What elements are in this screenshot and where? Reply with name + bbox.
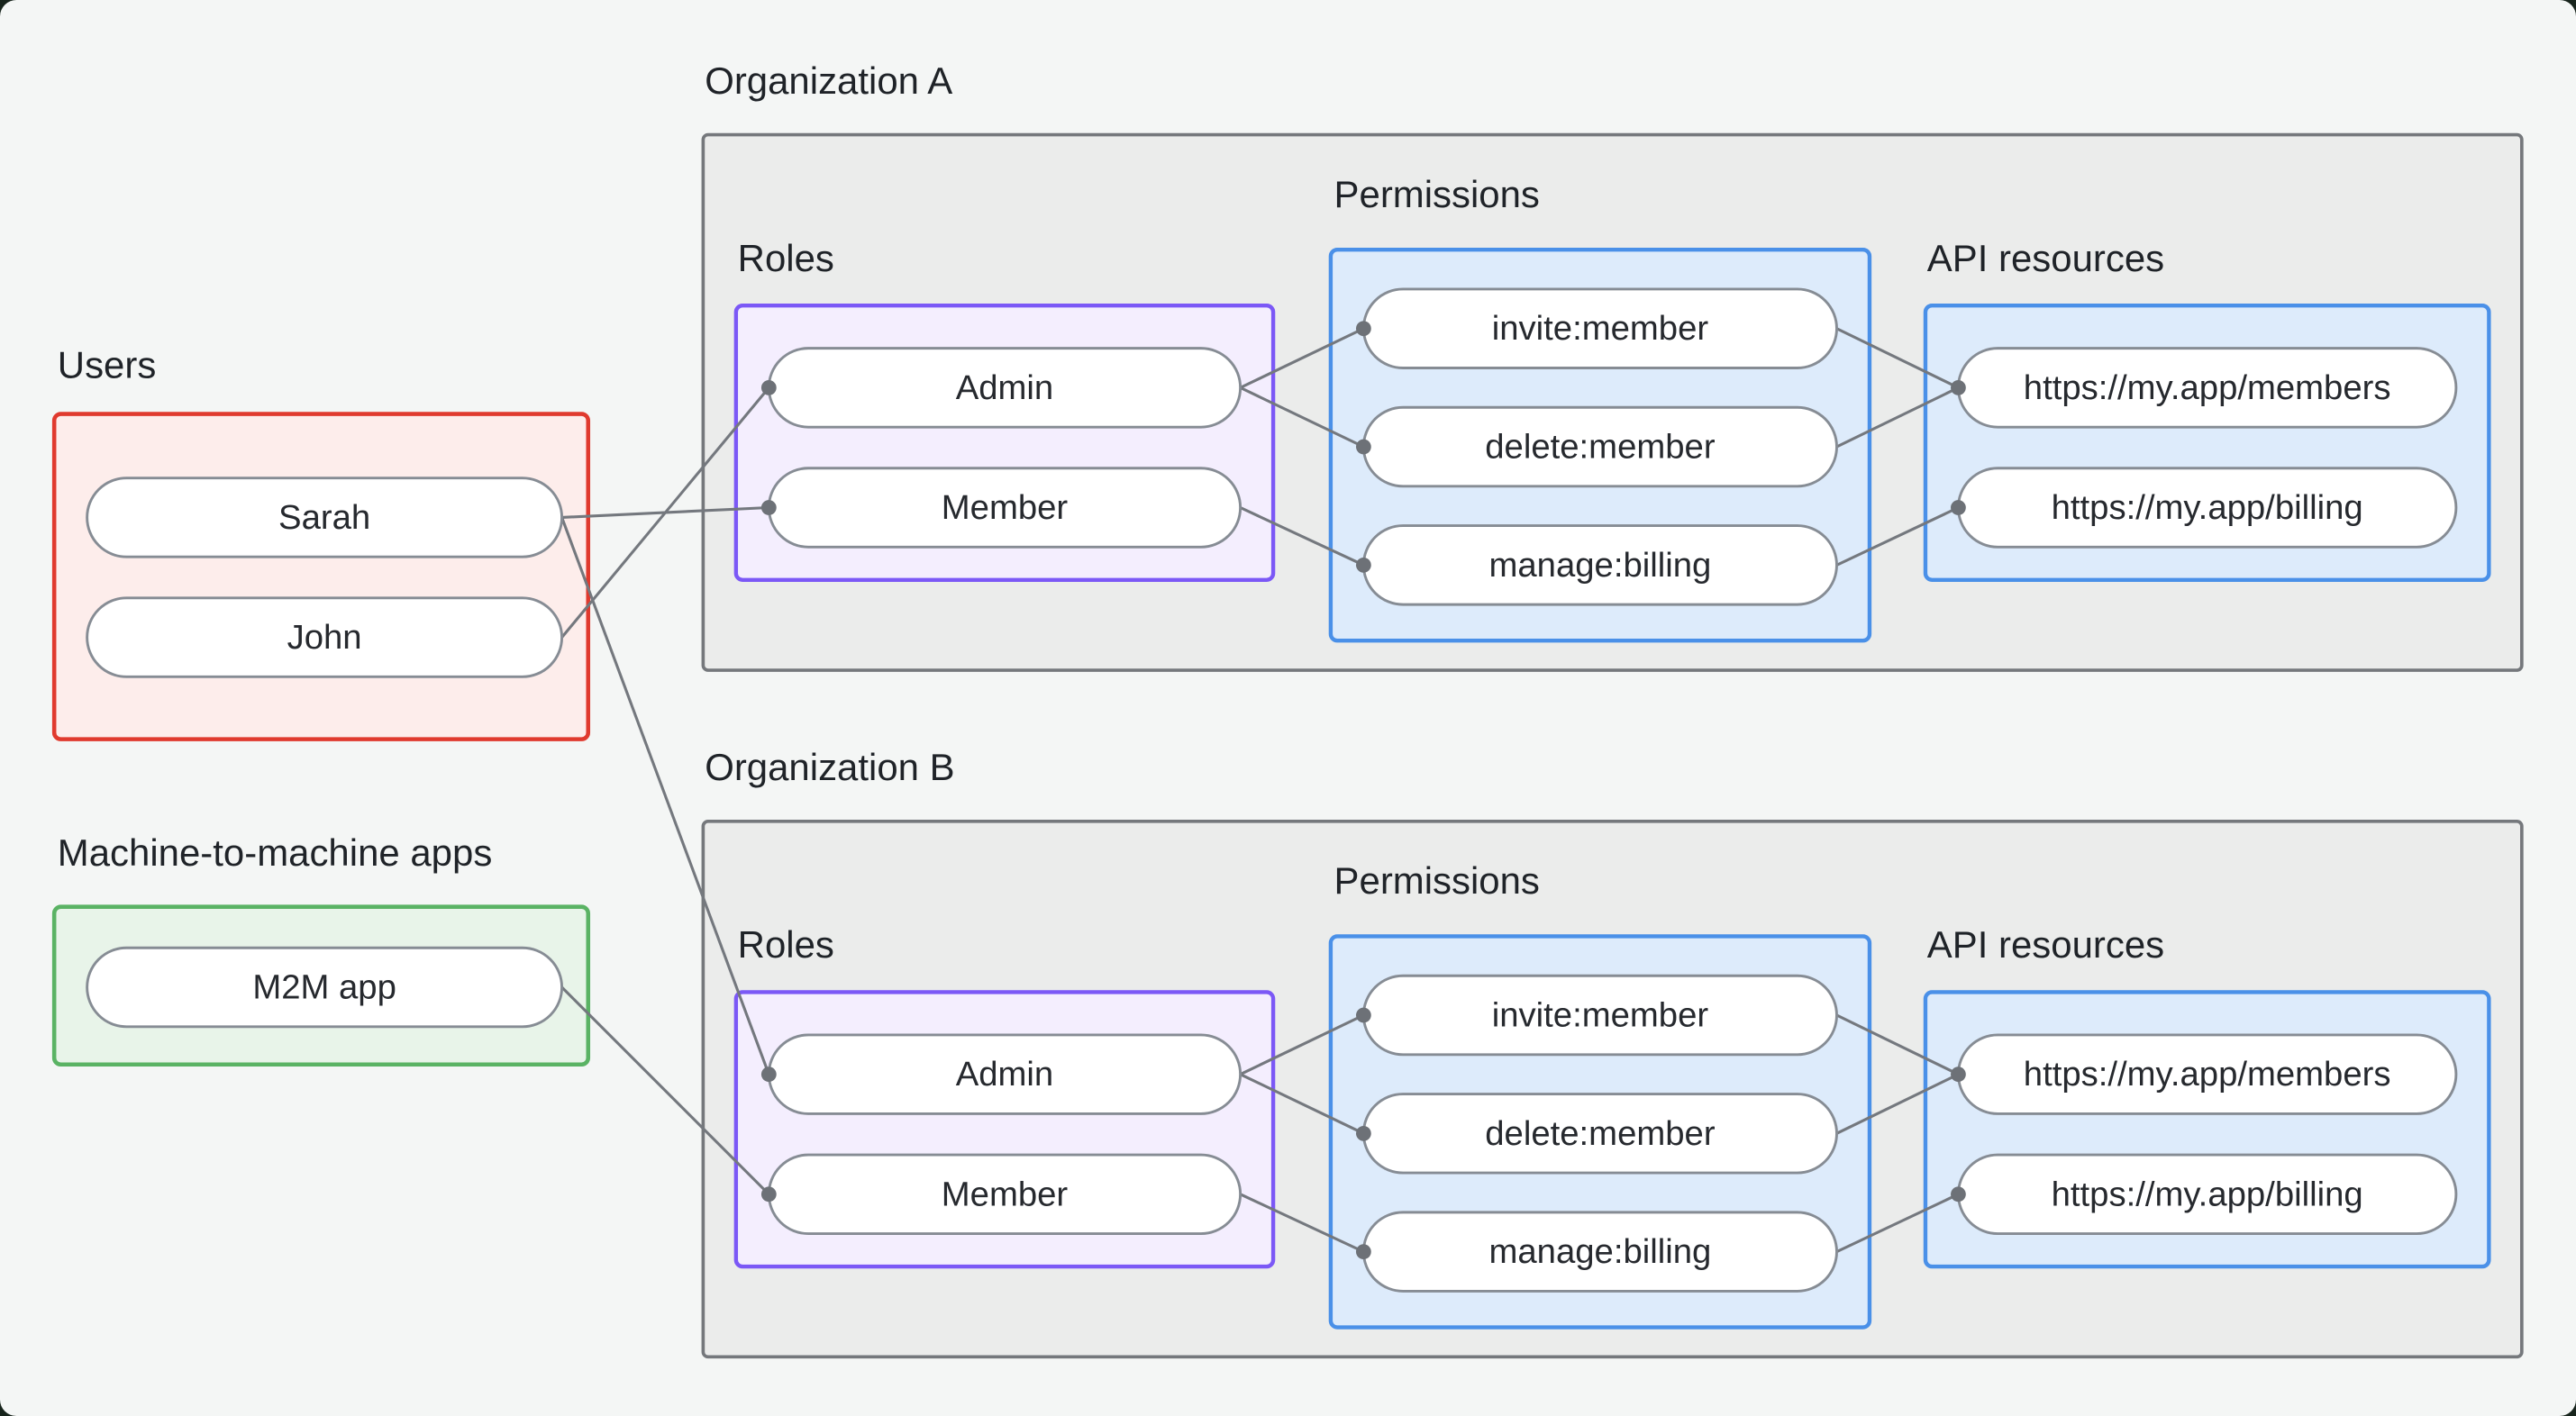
connection-dot-org-b-manage-billing	[1355, 1244, 1371, 1260]
connection-dot-org-b-delete-member	[1355, 1125, 1371, 1141]
org-b-resource-members-label: https://my.app/members	[2024, 1055, 2391, 1094]
edge-org-a-invite-member-to-members-resource	[1835, 327, 1960, 389]
edge-org-a-member-to-manage-billing	[1239, 506, 1365, 567]
organization-a-title: Organization A	[705, 59, 952, 102]
connection-dot-org-b-members-resource	[1951, 1067, 1966, 1083]
edge-sarah-to-org-a-member	[561, 505, 769, 520]
connection-dot-org-b-invite-member	[1355, 1007, 1371, 1023]
user-sarah-label: Sarah	[278, 498, 370, 537]
connection-dot-org-a-delete-member	[1355, 439, 1371, 455]
connection-dot-org-a-member	[760, 500, 777, 515]
user-john-label: John	[287, 618, 362, 657]
org-a-role-admin-label: Admin	[956, 368, 1054, 407]
org-b-permission-manage-billing-label: manage:billing	[1489, 1232, 1712, 1271]
m2m-app-label: M2M app	[252, 968, 396, 1007]
org-a-role-member-label: Member	[942, 488, 1069, 527]
connection-dot-org-b-admin	[760, 1067, 777, 1083]
connection-dot-org-a-admin	[760, 379, 777, 395]
edge-org-b-invite-member-to-members-resource	[1835, 1013, 1960, 1076]
edge-org-b-member-to-manage-billing	[1239, 1193, 1365, 1254]
pills-group: Sarah John M2M app Admin Member invite:m…	[86, 287, 2458, 1293]
organization-b-api-resources-label: API resources	[1927, 923, 2164, 966]
org-b-role-member-label: Member	[942, 1175, 1069, 1213]
organization-b-roles-label: Roles	[738, 923, 834, 966]
user-sarah-pill	[86, 477, 564, 558]
edge-org-b-admin-to-delete-member	[1239, 1073, 1365, 1135]
connection-dot-org-a-invite-member	[1355, 321, 1371, 337]
org-a-permission-delete-member-label: delete:member	[1485, 428, 1716, 467]
edges-group	[560, 327, 1960, 1254]
org-b-resource-billing-label: https://my.app/billing	[2052, 1175, 2363, 1213]
edge-org-b-admin-to-invite-member	[1239, 1013, 1365, 1076]
edge-org-a-manage-billing-to-billing-resource	[1835, 506, 1960, 567]
org-a-permission-manage-billing-label: manage:billing	[1489, 546, 1712, 585]
edge-org-a-delete-member-to-members-resource	[1835, 386, 1960, 449]
org-b-permission-delete-member-label: delete:member	[1485, 1114, 1716, 1153]
organization-b-permissions-label: Permissions	[1334, 859, 1540, 902]
organization-a-roles-label: Roles	[738, 237, 834, 279]
m2m-label: Machine-to-machine apps	[58, 831, 492, 874]
org-b-permission-invite-member-label: invite:member	[1492, 996, 1709, 1035]
org-a-resource-members-label: https://my.app/members	[2024, 368, 2391, 407]
connection-dot-org-a-manage-billing	[1355, 557, 1371, 573]
org-b-role-admin-label: Admin	[956, 1055, 1054, 1094]
org-a-resource-billing-label: https://my.app/billing	[2052, 488, 2363, 527]
org-a-permission-invite-member-label: invite:member	[1492, 309, 1709, 348]
edge-sarah-to-org-b-admin	[560, 516, 770, 1076]
users-box	[51, 412, 591, 741]
edge-m2m-app-to-org-b-member	[560, 985, 770, 1195]
connection-dot-org-b-member	[760, 1186, 777, 1203]
organization-a-permissions-label: Permissions	[1334, 173, 1540, 215]
connection-dots-group	[760, 321, 1966, 1260]
connection-dot-org-b-billing-resource	[1951, 1186, 1966, 1203]
edge-org-b-manage-billing-to-billing-resource	[1835, 1193, 1960, 1254]
organization-a-api-resources-label: API resources	[1927, 237, 2164, 279]
connection-dot-org-a-billing-resource	[1951, 500, 1966, 515]
m2m-app-pill	[86, 946, 564, 1029]
user-john-pill	[86, 596, 564, 678]
users-label: Users	[58, 343, 157, 386]
edge-org-b-delete-member-to-members-resource	[1835, 1073, 1960, 1135]
edge-org-a-admin-to-invite-member	[1239, 327, 1365, 389]
connection-dot-org-a-members-resource	[1951, 379, 1966, 395]
edge-org-a-admin-to-delete-member	[1239, 386, 1365, 449]
organization-b-title: Organization B	[705, 746, 954, 788]
